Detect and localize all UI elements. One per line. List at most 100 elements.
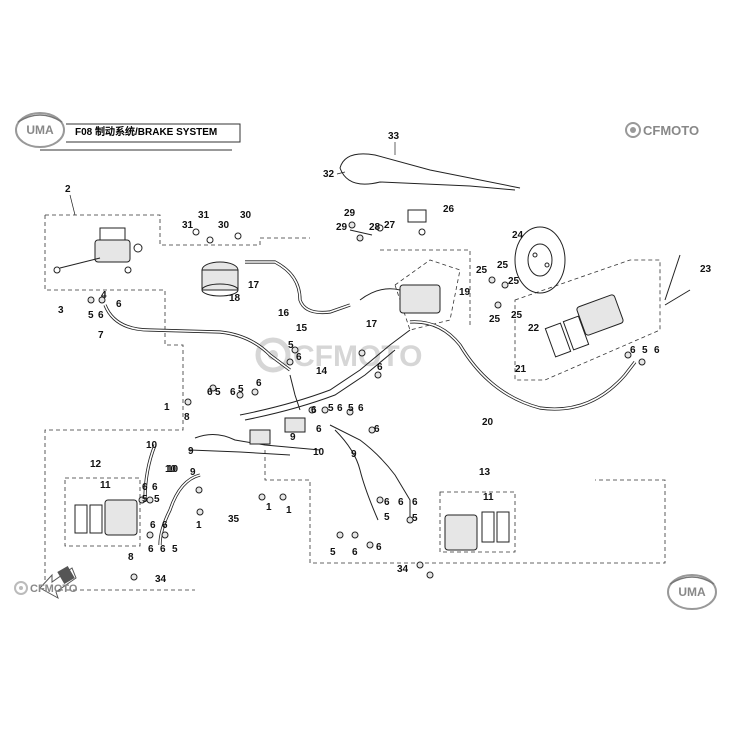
- callout-9-c: 9: [290, 432, 296, 443]
- callout-1-d: 1: [286, 505, 292, 516]
- three-way-junction-9: [249, 417, 306, 445]
- callout-5-s: 5: [412, 513, 418, 524]
- callout-8: 8: [184, 412, 190, 423]
- callout-6-t: 6: [412, 497, 418, 508]
- callout-25-a: 25: [476, 265, 488, 276]
- assembly-outlines: [44, 214, 666, 591]
- callout-1-c: 1: [266, 502, 272, 513]
- callout-31-a: 31: [182, 220, 194, 231]
- callout-6-d: 6: [207, 387, 213, 398]
- callout-labels: 2 3 4 5 6 6 7 31 31 30 30 18 17 16 17 15…: [58, 131, 712, 585]
- callout-27: 27: [384, 220, 396, 231]
- callout-1-b: 1: [196, 520, 202, 531]
- callout-5-rear: 5: [642, 345, 648, 356]
- callout-10-d: 10: [167, 464, 179, 475]
- callout-26: 26: [443, 204, 455, 215]
- callout-21: 21: [515, 364, 527, 375]
- callout-30-b: 30: [240, 210, 252, 221]
- callout-5-d: 5: [215, 387, 221, 398]
- rear-caliper-22: [544, 254, 691, 358]
- master-cylinder-rear-19: [349, 209, 441, 314]
- callout-11-a: 11: [100, 480, 111, 491]
- cfmoto-logo-bottom-text: CFMOTO: [30, 583, 78, 595]
- callout-29-b: 29: [336, 222, 348, 233]
- bolts-and-washers: [87, 221, 646, 581]
- callout-9-a: 9: [188, 446, 194, 457]
- callout-8-b: 8: [128, 552, 134, 563]
- master-cylinder-front: [53, 227, 143, 274]
- uma-logo-bottom-text: UMA: [678, 585, 706, 599]
- callout-5-p: 5: [172, 544, 178, 555]
- callout-6-front: 6: [98, 310, 104, 321]
- footer: CFMOTO UMA: [14, 565, 717, 610]
- callout-6-q: 6: [160, 544, 166, 555]
- cfmoto-logo-top: CFMOTO: [625, 122, 699, 138]
- callout-25-e: 25: [511, 310, 523, 321]
- callout-2: 2: [65, 184, 71, 195]
- callout-16: 16: [278, 308, 290, 319]
- callout-29-a: 29: [344, 208, 356, 219]
- callout-18: 18: [229, 293, 241, 304]
- callout-32: 32: [323, 169, 335, 180]
- callout-30-a: 30: [218, 220, 230, 231]
- callout-23: 23: [700, 264, 712, 275]
- callout-25-b: 25: [497, 260, 509, 271]
- callout-11-b: 11: [483, 492, 494, 503]
- uma-logo-top-text: UMA: [26, 123, 54, 137]
- callout-6-c: 6: [377, 362, 383, 373]
- callout-6-front-b: 6: [116, 299, 122, 310]
- uma-logo-top: UMA: [15, 112, 65, 148]
- page-title: F08 制动系统/BRAKE SYSTEM: [75, 125, 217, 138]
- callout-6-m: 6: [152, 482, 158, 493]
- callout-5-r: 5: [384, 512, 390, 523]
- callout-15: 15: [296, 323, 308, 334]
- callout-6-r: 6: [384, 497, 390, 508]
- callout-19: 19: [459, 287, 471, 298]
- callout-6-u: 6: [352, 547, 358, 558]
- callout-14: 14: [316, 366, 328, 377]
- callout-6-o: 6: [162, 520, 168, 531]
- callout-31-b: 31: [198, 210, 210, 221]
- callout-22: 22: [528, 323, 540, 334]
- callout-6-rear-b: 6: [654, 345, 660, 356]
- callout-13: 13: [479, 467, 491, 478]
- brake-lines: [103, 153, 637, 546]
- callout-6-j: 6: [316, 424, 322, 435]
- callout-28: 28: [369, 222, 381, 233]
- callout-12: 12: [90, 459, 102, 470]
- callout-6-v: 6: [376, 542, 382, 553]
- callout-5-g: 5: [328, 403, 334, 414]
- callout-35: 35: [228, 514, 240, 525]
- callout-10-c: 10: [313, 447, 325, 458]
- callout-1-a: 1: [164, 402, 170, 413]
- callout-4-front: 4: [101, 290, 107, 301]
- callout-25-d: 25: [489, 314, 501, 325]
- callout-6-h: 6: [337, 403, 343, 414]
- callout-5-e: 5: [238, 384, 244, 395]
- callout-10-a: 10: [146, 440, 158, 451]
- callout-9-d: 9: [351, 449, 357, 460]
- callout-5-l: 5: [142, 494, 148, 505]
- callout-25-c: 25: [508, 276, 520, 287]
- callout-5-mid: 5: [288, 340, 294, 351]
- callout-10-b: 10: [165, 464, 177, 475]
- cfmoto-logo-bottom: CFMOTO: [14, 581, 78, 595]
- cfmoto-watermark: CFMOTO: [255, 337, 422, 373]
- callout-7: 7: [98, 330, 104, 341]
- reservoir-18: [192, 228, 242, 297]
- callout-20: 20: [482, 417, 494, 428]
- callout-5-m: 5: [154, 494, 160, 505]
- callout-34-b: 34: [397, 564, 409, 575]
- callout-6-p: 6: [148, 544, 154, 555]
- callout-9-b: 9: [190, 467, 196, 478]
- callout-34-a: 34: [155, 574, 167, 585]
- brake-disc-24: [514, 226, 566, 294]
- callout-17-b: 17: [366, 319, 378, 330]
- callout-6-s: 6: [398, 497, 404, 508]
- front-right-caliper-13: [444, 511, 510, 551]
- callout-6-k: 6: [374, 424, 380, 435]
- front-left-caliper-12: [74, 499, 138, 536]
- callout-33: 33: [388, 131, 400, 142]
- callout-5-front: 5: [88, 310, 94, 321]
- callout-6-e: 6: [230, 387, 236, 398]
